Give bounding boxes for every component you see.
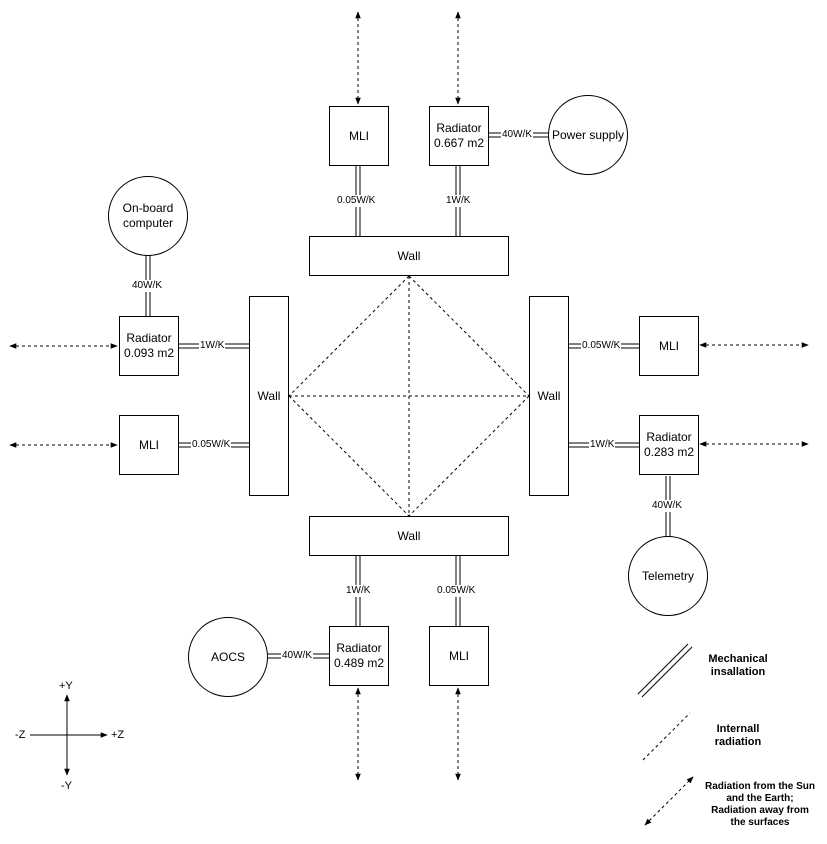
conductance-label: 0.05W/K [336,195,377,207]
axis-label-minus-y: -Y [61,780,72,792]
conductance-label: 40W/K [651,500,684,512]
wall-left: Wall [249,296,289,496]
radiator-top: Radiator 0.667 m2 [429,106,489,166]
internal-radiation-lines [288,275,530,517]
mli-right: MLI [639,316,699,376]
conductance-label: 0.05W/K [436,585,477,597]
external-radiation-arrows [9,11,809,781]
legend-internal-label: Internall radiation [714,723,762,748]
axis-label-plus-z: +Z [111,729,125,741]
power-supply-node: Power supply [548,95,628,175]
mli-bottom: MLI [429,626,489,686]
conductance-label: 1W/K [345,585,372,597]
mechanical-links [145,132,671,659]
conductance-label: 1W/K [589,439,616,451]
radiator-bottom: Radiator 0.489 m2 [329,626,389,686]
conductance-label: 1W/K [445,195,472,207]
conductance-label: 40W/K [281,650,314,662]
conductance-label: 1W/K [199,340,226,352]
legend-external-label: Radiation from the Sun and the Earth; Ra… [705,781,815,828]
radiator-left: Radiator 0.093 m2 [119,316,179,376]
wall-bottom: Wall [309,516,509,556]
legend-mechanical-label: Mechanical insallation [708,653,768,678]
axis-label-plus-y: +Y [59,680,73,692]
wall-right: Wall [529,296,569,496]
radiator-right: Radiator 0.283 m2 [639,415,699,475]
onboard-computer-node: On-board computer [108,176,188,256]
axis-indicator [30,694,108,776]
conductance-label: 0.05W/K [191,439,232,451]
mli-top: MLI [329,106,389,166]
conductance-label: 0.05W/K [581,340,622,352]
mli-left: MLI [119,415,179,475]
conductance-label: 40W/K [501,129,534,141]
axis-label-minus-z: -Z [15,729,26,741]
telemetry-node: Telemetry [628,536,708,616]
wall-top: Wall [309,236,509,276]
legend-symbols [637,643,694,826]
aocs-node: AOCS [188,617,268,697]
conductance-label: 40W/K [131,280,164,292]
